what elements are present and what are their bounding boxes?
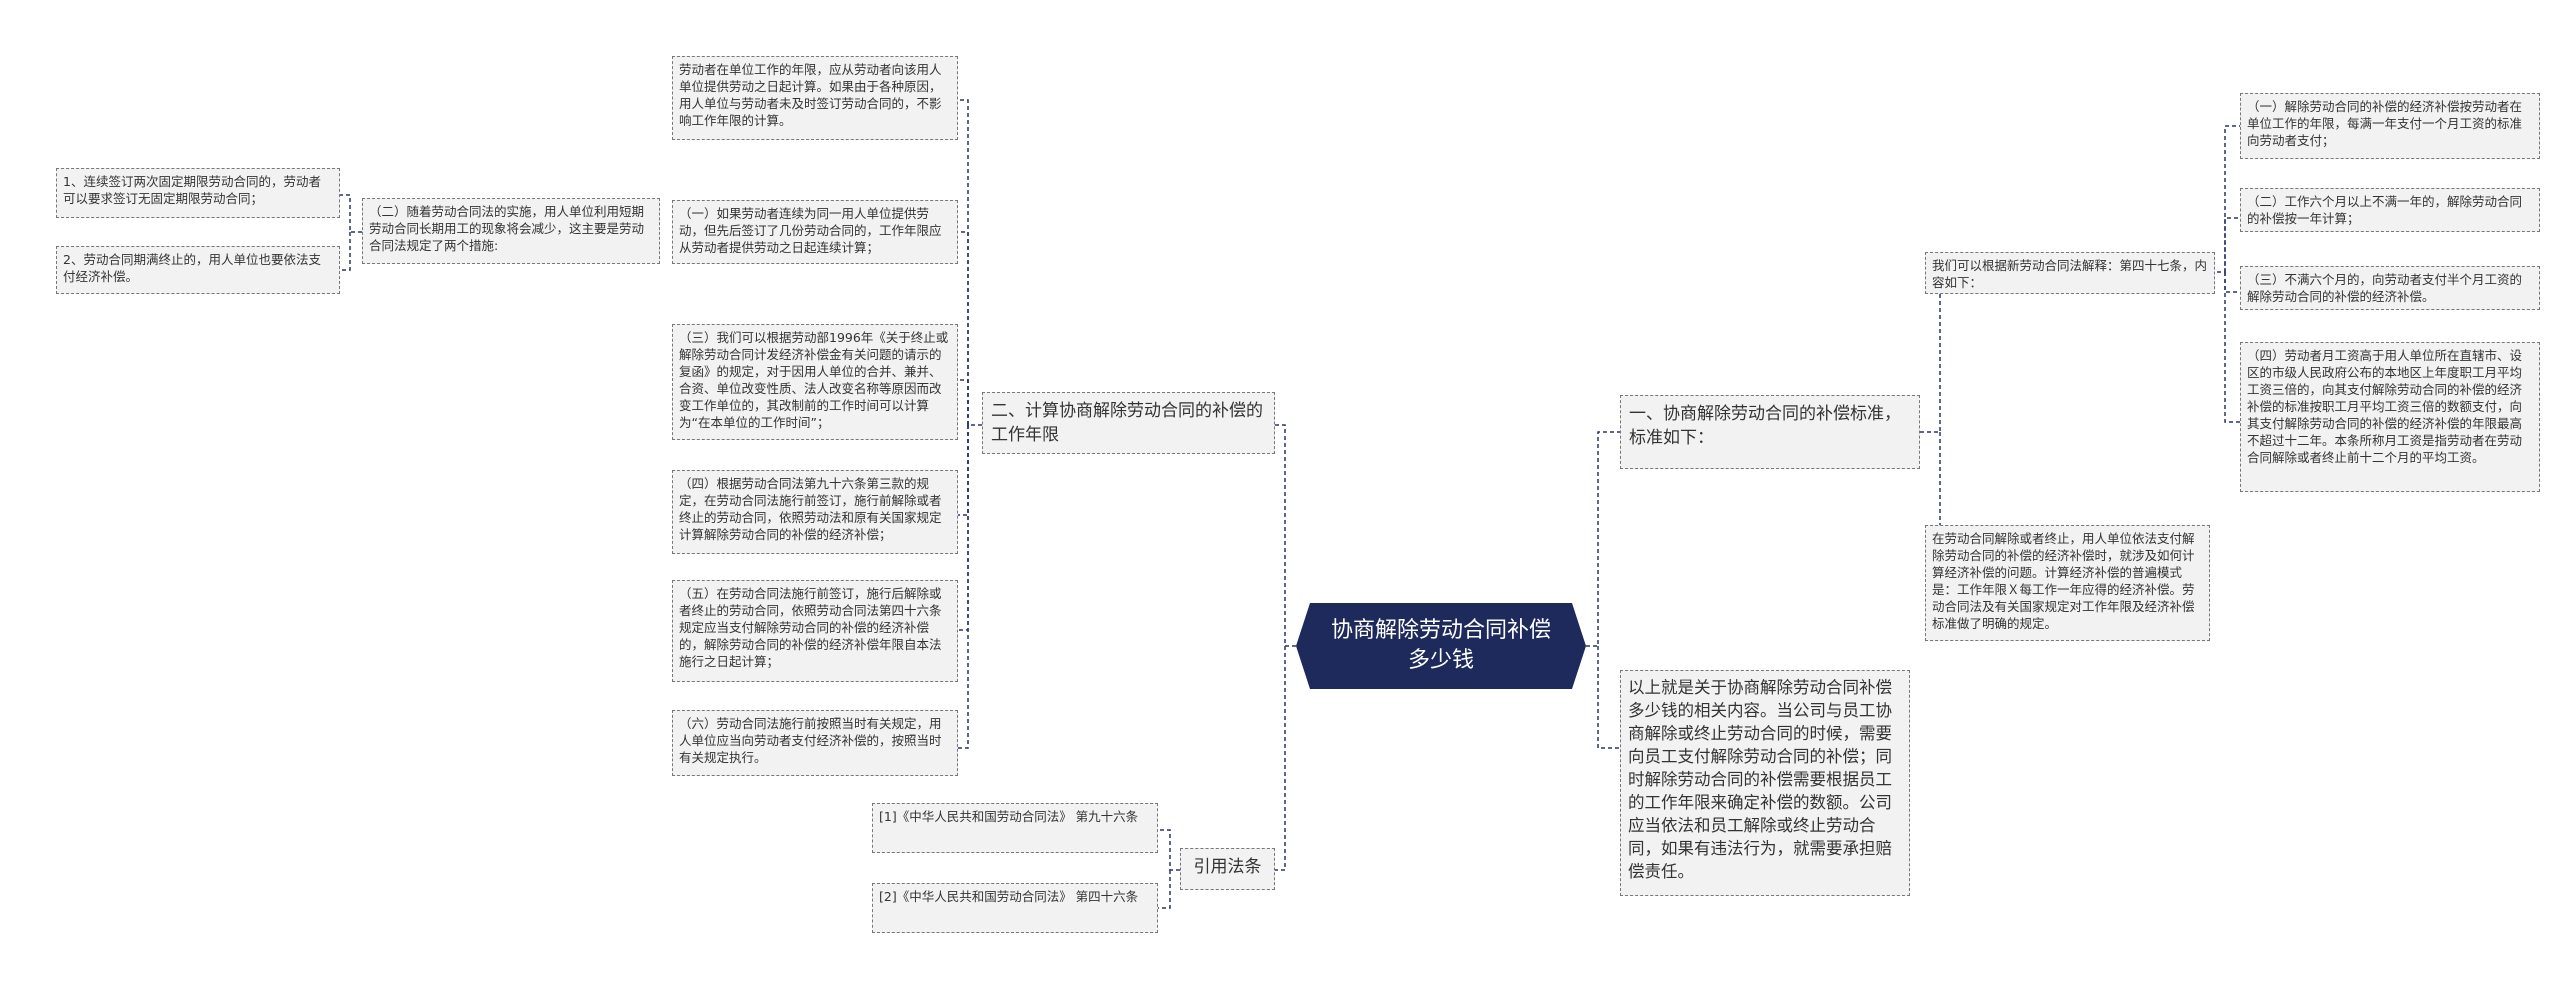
branch2-item-6[interactable]: （六）劳动合同法施行前按照当时有关规定，用人单位应当向劳动者支付经济补偿的，按照… — [672, 710, 958, 776]
branch2-item-5[interactable]: （五）在劳动合同法施行前签订，施行后解除或者终止的劳动合同，依照劳动合同法第四十… — [672, 580, 958, 682]
branch1-item-1[interactable]: （一）解除劳动合同的补偿的经济补偿按劳动者在单位工作的年限，每满一年支付一个月工… — [2240, 93, 2540, 159]
root-topic[interactable]: 协商解除劳动合同补偿多少钱 — [1296, 603, 1586, 689]
branch1-item-4[interactable]: （四）劳动者月工资高于用人单位所在直辖市、设区的市级人民政府公布的本地区上年度职… — [2240, 342, 2540, 492]
branch2-item-1[interactable]: 劳动者在单位工作的年限，应从劳动者向该用人单位提供劳动之日起计算。如果由于各种原… — [672, 56, 958, 140]
branch2-item-4[interactable]: （四）根据劳动合同法第九十六条第三款的规定，在劳动合同法施行前签订，施行前解除或… — [672, 470, 958, 554]
branch2-title[interactable]: 二、计算协商解除劳动合同的补偿的工作年限 — [982, 392, 1275, 454]
branch1-item-3[interactable]: （三）不满六个月的，向劳动者支付半个月工资的解除劳动合同的补偿的经济补偿。 — [2240, 266, 2540, 310]
branch1-item-2[interactable]: （二）工作六个月以上不满一年的，解除劳动合同的补偿按一年计算； — [2240, 188, 2540, 232]
citation-1[interactable]: [1]《中华人民共和国劳动合同法》 第九十六条 — [872, 803, 1158, 853]
branch2-sub2-item-2[interactable]: 2、劳动合同期满终止的，用人单位也要依法支付经济补偿。 — [56, 246, 340, 294]
branch2-item-2[interactable]: （一）如果劳动者连续为同一用人单位提供劳动，但先后签订了几份劳动合同的，工作年限… — [672, 200, 958, 264]
branch2-item-3[interactable]: （三）我们可以根据劳动部1996年《关于终止或解除劳动合同计发经济补偿金有关问题… — [672, 324, 958, 440]
branch2-sub2-item-1[interactable]: 1、连续签订两次固定期限劳动合同的，劳动者可以要求签订无固定期限劳动合同； — [56, 168, 340, 218]
branch1-law-intro[interactable]: 我们可以根据新劳动合同法解释：第四十七条，内容如下： — [1925, 252, 2215, 294]
branch3-title[interactable]: 引用法条 — [1180, 848, 1275, 890]
summary-note[interactable]: 以上就是关于协商解除劳动合同补偿多少钱的相关内容。当公司与员工协商解除或终止劳动… — [1620, 670, 1910, 896]
branch2-sub2-title[interactable]: （二）随着劳动合同法的实施，用人单位利用短期劳动合同长期用工的现象将会减少，这主… — [362, 198, 660, 264]
branch1-note[interactable]: 在劳动合同解除或者终止，用人单位依法支付解除劳动合同的补偿的经济补偿时，就涉及如… — [1925, 525, 2210, 641]
branch1-title[interactable]: 一、协商解除劳动合同的补偿标准，标准如下： — [1620, 395, 1920, 469]
root-title: 协商解除劳动合同补偿多少钱 — [1330, 618, 1551, 673]
citation-2[interactable]: [2]《中华人民共和国劳动合同法》 第四十六条 — [872, 883, 1158, 933]
